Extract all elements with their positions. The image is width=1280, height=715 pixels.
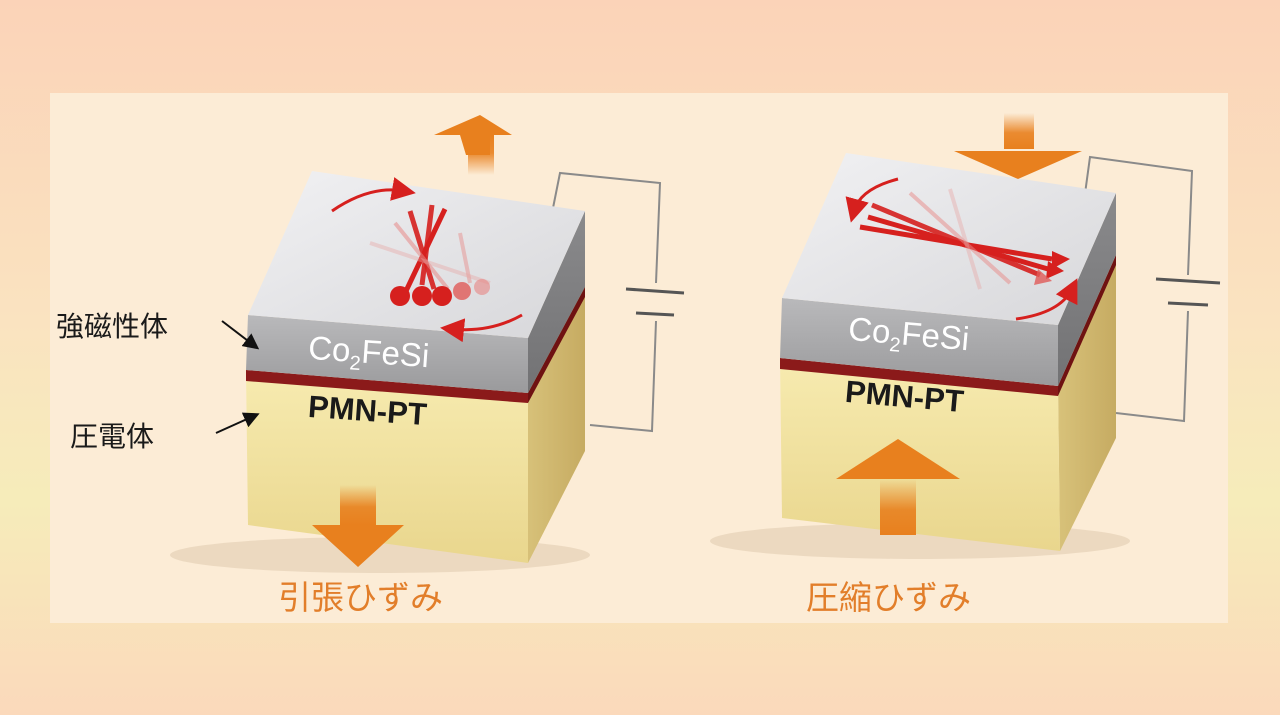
right-device: [710, 113, 1221, 559]
magnetization-arrows: [859, 188, 1070, 290]
magnetization-arrows: [369, 204, 491, 306]
device-diagram: [170, 113, 1221, 573]
left-device: [170, 115, 685, 573]
piezoelectric-label: 圧電体: [70, 420, 155, 453]
interface-layer: [246, 370, 528, 403]
compressive-strain-caption: 圧縮ひずみ: [806, 578, 971, 617]
ferromagnet-label: 強磁性体: [56, 310, 169, 343]
piezo-pointer: [215, 412, 260, 434]
strain-arrow-down: [340, 485, 376, 525]
strain-arrow-down: [1004, 113, 1034, 149]
tensile-strain-caption: 引張ひずみ: [278, 578, 443, 617]
battery-plate-short: [635, 311, 675, 317]
ferromagnet-layer-label: Co2FeSi: [307, 328, 431, 376]
ferromagnet-pointer: [221, 320, 260, 350]
circuit-wire: [551, 171, 662, 284]
battery-plate-long: [625, 287, 685, 295]
figure-panel: 強磁性体 圧電体 Co2FeSi PMN-PT Co2FeSi PMN-PT 引…: [50, 93, 1228, 623]
strain-arrow-up: [836, 439, 960, 479]
top-face: [248, 171, 585, 338]
rotation-arrow: [331, 177, 416, 213]
